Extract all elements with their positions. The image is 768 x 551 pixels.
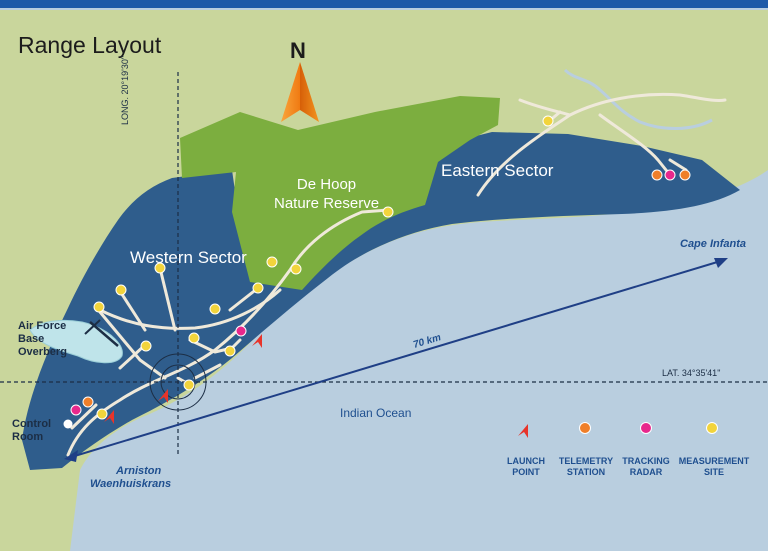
measurement-sites xyxy=(93,115,718,434)
runway-cross xyxy=(84,319,101,335)
launch-icon xyxy=(158,389,168,403)
waenhuiskrans-label: Waenhuiskrans xyxy=(90,478,172,490)
legend-measurement-line2: SITE xyxy=(703,467,724,477)
north-arrow-right xyxy=(300,62,319,122)
measurement-site xyxy=(252,282,264,294)
intersection-ring-inner xyxy=(160,364,196,400)
tracking-radars xyxy=(70,169,676,434)
measurement-site xyxy=(188,332,200,344)
air-force-base-line2: Base xyxy=(18,333,45,345)
north-label: N xyxy=(290,38,306,63)
telemetry-stations xyxy=(82,169,691,434)
control-room-marker xyxy=(63,419,73,429)
tracking-radar xyxy=(235,325,247,337)
map-title: Range Layout xyxy=(18,32,162,58)
latitude-label: LAT. 34°35'41" xyxy=(662,368,721,378)
tracking-radar xyxy=(664,169,676,181)
reserve-label: De Hoop Nature Reserve xyxy=(274,175,379,213)
measurement-site xyxy=(96,408,108,420)
legend-tracking-line2: RADAR xyxy=(629,467,663,477)
distance-arrowhead-west xyxy=(64,450,78,462)
intersection-ring-outer xyxy=(149,353,207,411)
measurement-site xyxy=(209,303,221,315)
measurement-site xyxy=(290,263,302,275)
north-arrow-left xyxy=(281,62,300,122)
distance-arrowhead-east xyxy=(714,258,728,268)
longitude-label: LONG. 20°19'30" xyxy=(120,55,130,125)
measurement-site xyxy=(266,256,278,268)
arniston-label: Arniston xyxy=(116,465,162,477)
eastern-sector-label: Eastern Sector xyxy=(441,161,554,180)
legend-launch-line1: LAUNCH xyxy=(507,456,545,466)
measurement-site xyxy=(224,345,236,357)
western-sector-label: Western Sector xyxy=(130,248,247,267)
telemetry-station xyxy=(679,169,691,181)
control-room-label: Control Room xyxy=(12,418,51,444)
measurement-site xyxy=(140,340,152,352)
measurement-site xyxy=(154,262,166,274)
indian-ocean-label: Indian Ocean xyxy=(340,406,412,420)
air-force-base-line1: Air Force xyxy=(18,320,67,332)
control-room-line1: Control xyxy=(12,418,52,430)
tracking-radar xyxy=(70,404,82,416)
reserve-area xyxy=(180,96,500,290)
legend-measurement-site: MEASUREMENT SITE xyxy=(678,456,750,478)
telemetry-station xyxy=(82,396,94,408)
range-area xyxy=(22,132,740,470)
measurement-site xyxy=(542,115,554,127)
measurement-site xyxy=(183,379,195,391)
roads xyxy=(66,92,727,457)
measurement-site xyxy=(382,206,394,218)
launch-icon xyxy=(252,334,262,348)
legend-telemetry-line1: TELEMETRY xyxy=(558,456,614,466)
legend-tracking-radar: TRACKING RADAR xyxy=(617,456,675,478)
cape-infanta-label: Cape Infanta xyxy=(680,238,747,250)
measurement-site xyxy=(93,301,105,313)
launch-icon xyxy=(104,410,114,424)
telemetry-station xyxy=(651,169,663,181)
tracking-radar xyxy=(640,422,652,434)
legend-telemetry-line2: STATION xyxy=(566,467,606,477)
air-force-base-label: Air Force Base Overberg xyxy=(18,320,67,359)
legend-tracking-line1: TRACKING xyxy=(622,456,670,466)
reserve-label-line2: Nature Reserve xyxy=(274,195,380,212)
legend-launch-line2: POINT xyxy=(512,467,540,477)
legend-measurement-line1: MEASUREMENT xyxy=(678,456,750,466)
measurement-site xyxy=(115,284,127,296)
telemetry-station xyxy=(579,422,591,434)
launch-icon xyxy=(518,424,528,438)
legend-launch-point: LAUNCH POINT xyxy=(502,456,550,478)
launch-points xyxy=(104,334,528,438)
control-room-line2: Room xyxy=(12,431,44,443)
top-bar xyxy=(0,0,768,8)
river xyxy=(563,68,713,130)
reserve-label-line1: De Hoop xyxy=(296,176,357,193)
measurement-site xyxy=(706,422,718,434)
distance-line xyxy=(67,259,725,459)
legend-telemetry-station: TELEMETRY STATION xyxy=(555,456,617,478)
air-force-base-line3: Overberg xyxy=(18,346,67,358)
